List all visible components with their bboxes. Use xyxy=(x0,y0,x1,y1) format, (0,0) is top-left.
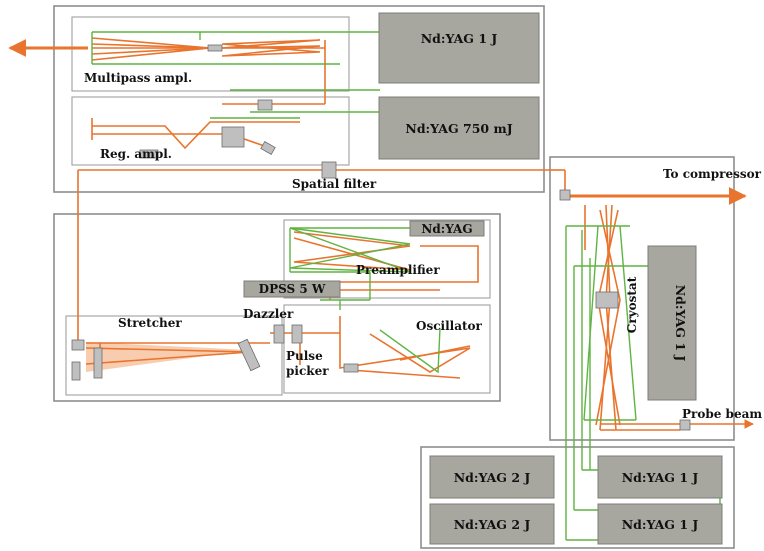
label-oscillator: Oscillator xyxy=(416,319,483,333)
preamp-subpanel xyxy=(283,219,491,299)
label-stretcher: Stretcher xyxy=(118,316,182,330)
top-table-panel xyxy=(53,5,545,193)
laser-bank-b: Nd:YAG 1 J xyxy=(597,455,723,499)
laser-pump-multipass: Nd:YAG 1 J xyxy=(378,12,540,84)
oscillator-subpanel xyxy=(283,304,491,394)
label-probe-beam: Probe beam xyxy=(682,407,762,421)
laser-bank-d: Nd:YAG 1 J xyxy=(597,503,723,545)
label-preamplifier: Preamplifier xyxy=(356,263,440,277)
label-multipass: Multipass ampl. xyxy=(84,71,192,85)
laser-pump-regen: Nd:YAG 750 mJ xyxy=(378,96,540,160)
laser-pump-regen-label: Nd:YAG 750 mJ xyxy=(405,121,512,136)
laser-bank-c-label: Nd:YAG 2 J xyxy=(454,517,531,532)
laser-bank-d-label: Nd:YAG 1 J xyxy=(622,517,699,532)
laser-heads: Nd:YAG 1 J Nd:YAG 750 mJ Nd:YAG DPSS 5 W… xyxy=(243,12,723,545)
regen-subpanel xyxy=(71,96,350,166)
multipass-subpanel xyxy=(71,16,350,92)
laser-bank-b-label: Nd:YAG 1 J xyxy=(622,470,699,485)
laser-bank-c: Nd:YAG 2 J xyxy=(429,503,555,545)
label-dazzler: Dazzler xyxy=(243,307,294,321)
laser-pump-preamp: Nd:YAG xyxy=(409,220,485,237)
laser-pump-preamp-label: Nd:YAG xyxy=(421,222,472,236)
laser-bank-a-label: Nd:YAG 2 J xyxy=(454,470,531,485)
stretcher-grating xyxy=(71,339,85,351)
laser-bank-a: Nd:YAG 2 J xyxy=(429,455,555,499)
stretcher-mirror xyxy=(93,347,103,379)
dazzler-crystal xyxy=(273,324,285,344)
cryostat-body xyxy=(595,291,619,309)
label-picker: picker xyxy=(286,364,329,378)
diagram-labels: Multipass ampl. Reg. ampl. Spatial filte… xyxy=(84,71,762,421)
laser-pump-cryo: Nd:YAG 1 J xyxy=(647,245,697,401)
laser-pump-cryo-label: Nd:YAG 1 J xyxy=(673,285,688,362)
laser-dpss: DPSS 5 W xyxy=(243,280,341,298)
label-cryostat: Cryostat xyxy=(625,276,639,333)
pockels-cell xyxy=(221,126,245,148)
pump-bank-panel xyxy=(420,446,735,549)
cryo-panel xyxy=(549,156,735,441)
spatial-filter-optic xyxy=(321,161,337,179)
ir-beam-paths xyxy=(8,37,754,431)
label-regen: Reg. ampl. xyxy=(100,147,172,161)
pulse-picker-cell xyxy=(291,324,303,344)
label-to-compressor: To compressor xyxy=(663,167,762,181)
front-end-panel xyxy=(53,213,501,402)
label-pulse: Pulse xyxy=(286,349,323,363)
label-spatial-filter: Spatial filter xyxy=(292,177,377,191)
stretcher-subpanel xyxy=(65,315,283,396)
stretcher-end-mirror xyxy=(237,338,261,372)
optics xyxy=(71,44,691,431)
laser-pump-multipass-label: Nd:YAG 1 J xyxy=(421,31,498,46)
laser-dpss-label: DPSS 5 W xyxy=(259,282,326,296)
